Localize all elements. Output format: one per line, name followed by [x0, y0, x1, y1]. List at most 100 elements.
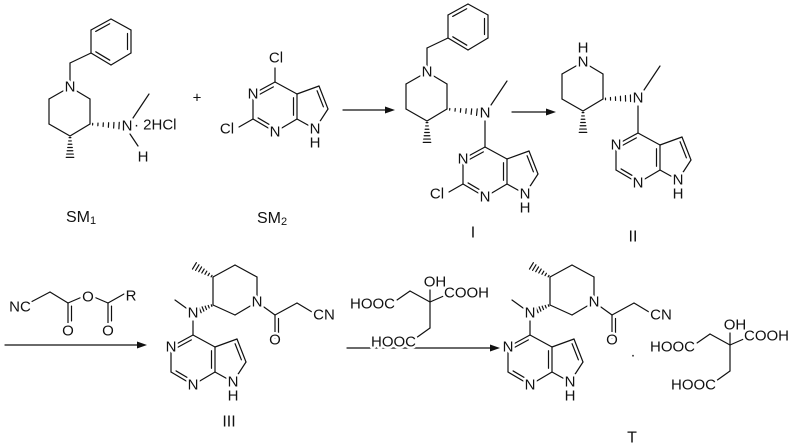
- hashed-bond-mark: [532, 307, 537, 315]
- atom-n: N: [633, 175, 644, 192]
- bond: [551, 338, 575, 348]
- salt-dot: ·: [631, 347, 636, 364]
- bond: [484, 146, 508, 160]
- bond: [107, 293, 125, 304]
- bond: [637, 132, 661, 146]
- hashed-bond-mark: [210, 274, 213, 278]
- bond: [593, 301, 613, 316]
- bond: [296, 85, 320, 95]
- double-bond-inner: [234, 343, 242, 361]
- hashed-bond-mark: [207, 304, 210, 309]
- atom-oh: OH: [724, 317, 747, 334]
- atom-o: O: [606, 332, 618, 349]
- bond: [212, 264, 236, 278]
- atom-h: H: [228, 388, 239, 405]
- bond: [274, 81, 298, 95]
- hashed-bond-mark: [201, 268, 205, 274]
- hashed-bond-mark: [204, 270, 208, 275]
- double-bond-inner: [95, 23, 111, 33]
- bonds: [4, 3, 747, 386]
- double-bond: [170, 371, 194, 386]
- bond: [93, 296, 109, 304]
- atom-n: N: [65, 79, 76, 96]
- double-bond: [681, 136, 692, 161]
- bond: [234, 301, 258, 316]
- label-sm1: SM1: [66, 209, 96, 228]
- bond: [529, 371, 553, 386]
- hashed-bond-mark: [481, 108, 484, 118]
- atom-n: N: [589, 294, 600, 311]
- atom-h: H: [673, 186, 684, 203]
- double-bond: [252, 81, 276, 95]
- n-methyl-bond: [490, 80, 508, 106]
- hashed-bond-mark: [547, 274, 550, 278]
- hashed-bond-mark: [191, 262, 197, 270]
- atom-h: H: [310, 135, 321, 152]
- atom-cl: Cl: [269, 50, 283, 67]
- bond: [69, 123, 91, 137]
- bond: [549, 264, 573, 278]
- hashed-bond-mark: [532, 264, 537, 271]
- bond: [234, 264, 258, 278]
- double-bond: [528, 150, 539, 175]
- atom-n: N: [503, 339, 514, 356]
- bond: [506, 183, 526, 195]
- bond: [426, 108, 448, 122]
- atom-o: O: [269, 332, 281, 349]
- bond: [659, 169, 679, 181]
- bond: [529, 334, 553, 348]
- bond: [582, 61, 604, 75]
- atom-n: N: [188, 377, 199, 394]
- bond: [214, 338, 238, 348]
- atom-n: N: [480, 189, 491, 206]
- bond: [524, 173, 539, 195]
- hashed-bond-mark: [204, 305, 208, 311]
- benzene-bond: [110, 18, 132, 31]
- atom-hooc: HOOC: [650, 339, 695, 356]
- bond: [409, 290, 431, 303]
- bond: [274, 302, 298, 316]
- hashed-bond-mark: [529, 308, 534, 317]
- atom-nh: N: [520, 186, 531, 203]
- bond: [232, 361, 247, 383]
- hashed-bond-mark: [195, 307, 200, 315]
- double-bond: [507, 371, 531, 386]
- n-methyl-bond: [511, 299, 531, 314]
- atom-n: N: [525, 377, 536, 394]
- atom-h: H: [578, 40, 589, 57]
- double-bond: [318, 85, 329, 110]
- atom-n: N: [166, 339, 177, 356]
- bond: [48, 86, 71, 100]
- n-methyl-bond: [132, 93, 150, 119]
- hashed-bond-mark: [541, 270, 545, 275]
- bond: [549, 304, 573, 316]
- bond: [405, 71, 428, 85]
- double-bond: [447, 3, 469, 16]
- hashed-bond-mark: [470, 108, 473, 115]
- bond: [484, 183, 508, 198]
- bond: [561, 61, 584, 75]
- atom-r: R: [126, 288, 137, 305]
- bond: [429, 294, 447, 303]
- bond: [571, 264, 595, 278]
- double-bond: [573, 338, 584, 363]
- bond: [426, 37, 449, 49]
- bond: [582, 98, 604, 112]
- hashed-bond-mark: [528, 262, 534, 270]
- double-bond: [462, 183, 486, 198]
- atom-cn: CN: [313, 307, 335, 324]
- atom-n-methyl: N: [480, 105, 491, 122]
- atom-h: H: [138, 149, 149, 166]
- double-bond: [90, 52, 112, 66]
- hashed-bond-mark: [201, 306, 205, 312]
- atom-h: H: [565, 388, 576, 405]
- label-ii: II: [629, 229, 638, 246]
- bond: [637, 169, 661, 184]
- bond: [314, 108, 329, 130]
- bond: [571, 301, 595, 316]
- bond: [448, 183, 464, 193]
- double-bond: [615, 169, 639, 184]
- hashed-bond-mark: [207, 272, 210, 277]
- atom-cn: CN: [650, 307, 672, 324]
- double-bond: [462, 146, 486, 160]
